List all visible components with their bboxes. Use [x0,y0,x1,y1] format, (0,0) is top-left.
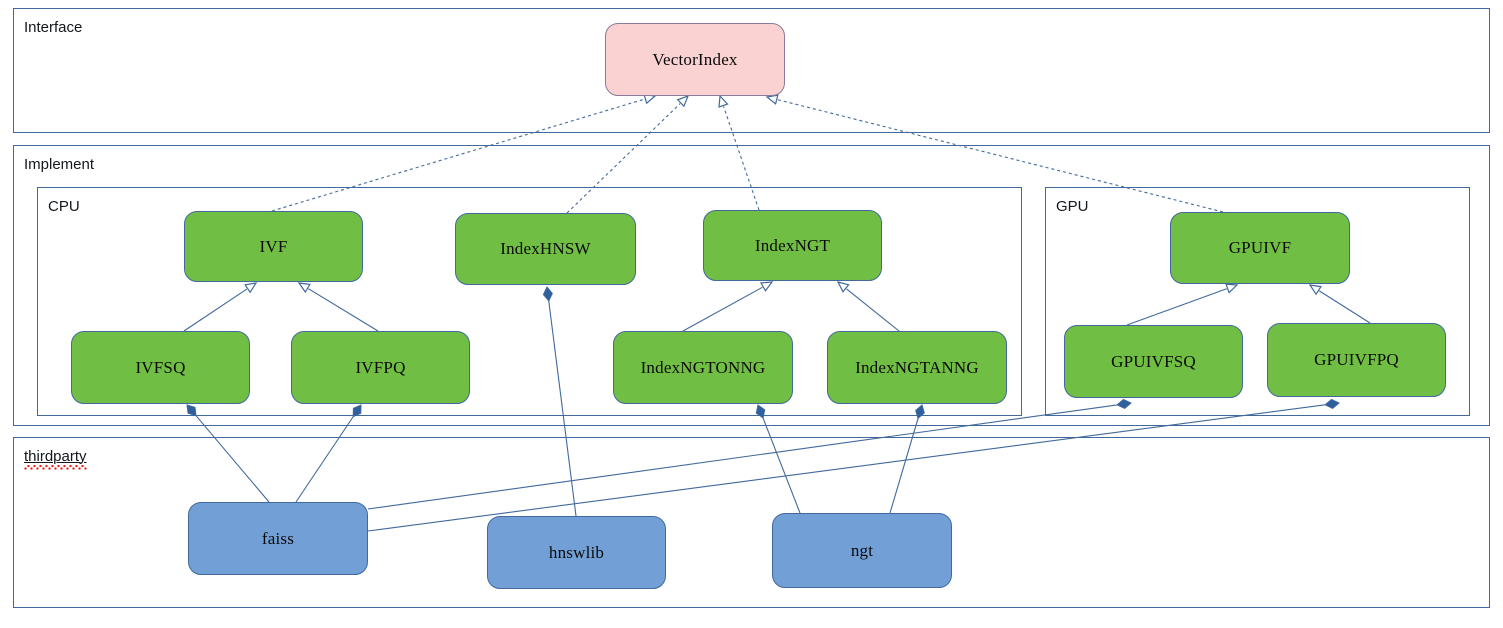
class-node-ivfpq[interactable]: IVFPQ [291,331,470,404]
spellcheck-squiggle [24,465,87,470]
class-node-ivf[interactable]: IVF [184,211,363,282]
group-label-cpu: CPU [48,198,80,215]
class-node-vectorindex[interactable]: VectorIndex [605,23,785,96]
class-node-hnswlib[interactable]: hnswlib [487,516,666,589]
class-node-gpuivfpq[interactable]: GPUIVFPQ [1267,323,1446,397]
group-label-gpu: GPU [1056,198,1089,215]
class-node-indexngt[interactable]: IndexNGT [703,210,882,281]
group-label-thirdparty: thirdparty [24,449,87,470]
group-label-implement: Implement [24,156,95,173]
class-node-indexngtanng[interactable]: IndexNGTANNG [827,331,1007,404]
class-node-gpuivf[interactable]: GPUIVF [1170,212,1350,284]
group-label-interface: Interface [24,19,83,36]
class-node-indexhnsw[interactable]: IndexHNSW [455,213,636,285]
class-node-faiss[interactable]: faiss [188,502,368,575]
class-node-ngt[interactable]: ngt [772,513,952,588]
class-node-ivfsq[interactable]: IVFSQ [71,331,250,404]
class-node-indexngtonng[interactable]: IndexNGTONNG [613,331,793,404]
class-node-gpuivfsq[interactable]: GPUIVFSQ [1064,325,1243,398]
